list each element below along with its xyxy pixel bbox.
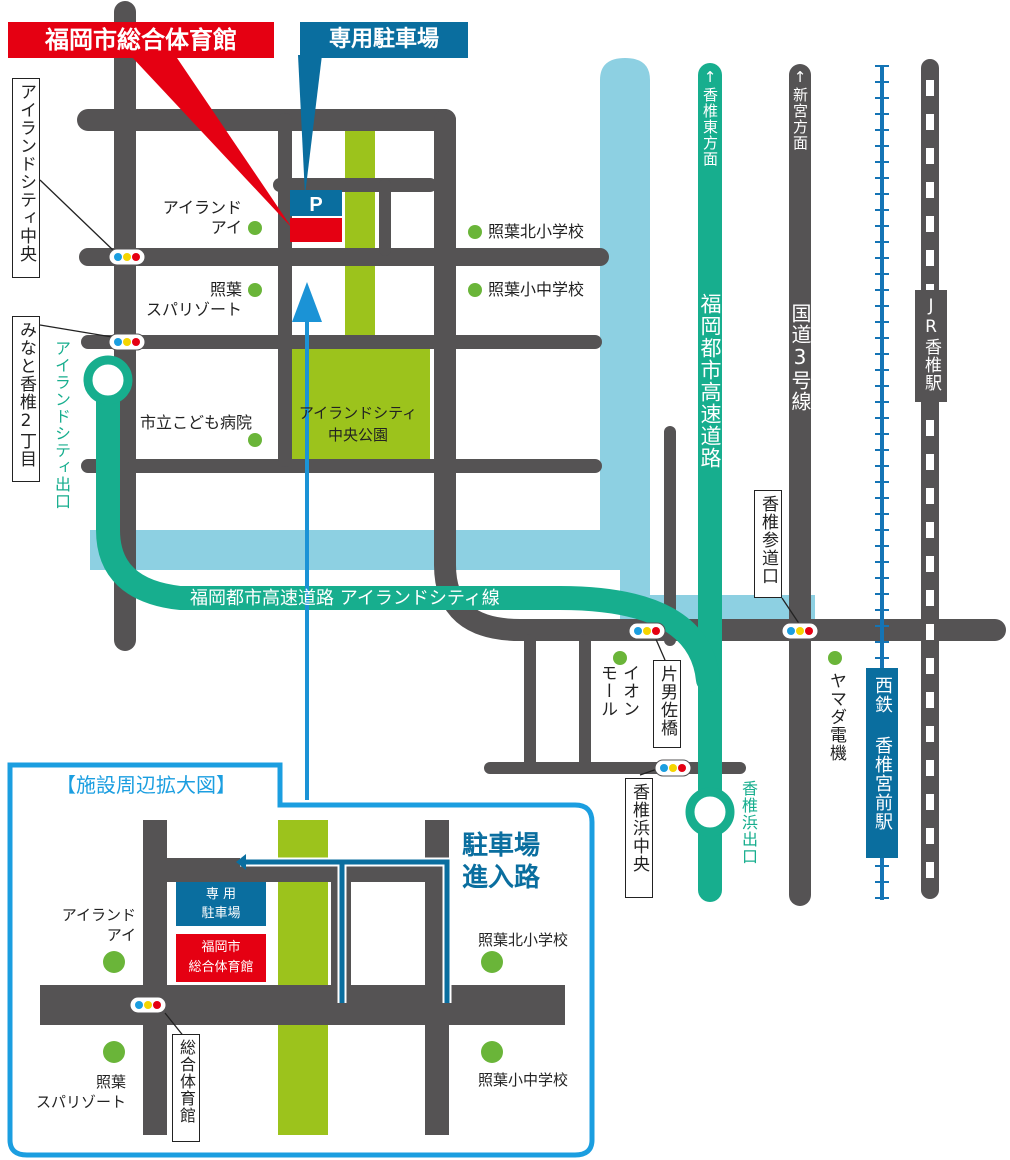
direction-kashii-east: ↑香椎東方面 — [701, 68, 719, 167]
expressway-main-label: 福岡都市高速道路 — [698, 293, 722, 469]
island-exit-label: アイランドシティ出口 — [52, 340, 71, 510]
poi-teruha-smj: 照葉小中学校 — [488, 280, 585, 299]
parking-callout: 専用駐車場 — [300, 22, 468, 58]
inset-map — [7, 762, 595, 1158]
poi-dots — [248, 221, 842, 665]
poi-yamada: ヤマダ電機 — [826, 672, 846, 762]
inset-parking-label: 専 用 駐車場 — [201, 887, 241, 921]
park-label: アイランドシティ 中央公園 — [298, 404, 418, 444]
roads-main — [77, 1, 1006, 906]
parking-symbol: P — [309, 194, 322, 216]
river — [90, 58, 815, 620]
gym-block — [290, 218, 342, 242]
inset-teruha-spa: 照葉 スパリゾート — [35, 1073, 126, 1111]
intersection-kashiihama-chuo: 香椎浜中央 — [625, 778, 653, 898]
gym-callout: 福岡市総合体育館 — [8, 22, 274, 58]
inset-teruha-smj: 照葉小中学校 — [478, 1071, 569, 1089]
inset-island-eye: アイランド アイ — [61, 906, 136, 944]
poi-teruha-spa: 照葉 スパリゾート — [145, 280, 242, 319]
poi-hospital: 市立こども病院 — [140, 413, 253, 432]
poi-aeon: イオン モール — [597, 664, 639, 718]
inset-teruha-north: 照葉北小学校 — [478, 931, 569, 949]
inset-intersection-sogo: 総合体育館 — [172, 1034, 200, 1142]
intersection-kashii-sandoguchi: 香椎参道口 — [754, 490, 782, 598]
inset-title: 【施設周辺拡大図】 — [56, 773, 236, 797]
nishitetsu-station-label: 西鉄 香椎宮前駅 — [866, 668, 898, 858]
traffic-signals — [108, 248, 819, 777]
inset-gym-label: 福岡市 総合体育館 — [188, 940, 254, 975]
intersection-minato-kashii: みなと香椎2丁目 — [12, 316, 40, 482]
expressway-interchanges — [83, 355, 735, 837]
parking-block: P — [290, 190, 342, 216]
direction-shingu: ↑新宮方面 — [791, 68, 809, 151]
expressway-line-label: 福岡都市高速道路 アイランドシティ線 — [190, 588, 500, 609]
inset-route-label: 駐車場 進入路 — [462, 831, 541, 893]
intersection-island-city-chuo: アイランドシティ中央 — [12, 78, 40, 278]
route-arrow — [292, 282, 322, 800]
callout-pointers — [39, 55, 801, 776]
poi-island-eye: アイランド アイ — [162, 198, 242, 237]
route3-label: 国道3号線 — [788, 303, 812, 412]
poi-teruha-north: 照葉北小学校 — [488, 222, 585, 241]
expressway — [96, 63, 722, 902]
intersection-katao-sahashi: 片男佐橋 — [653, 660, 681, 748]
jr-station-label: JR香椎駅 — [915, 290, 947, 402]
park-main — [285, 130, 430, 460]
kashiihama-exit-label: 香椎浜出口 — [739, 780, 758, 865]
